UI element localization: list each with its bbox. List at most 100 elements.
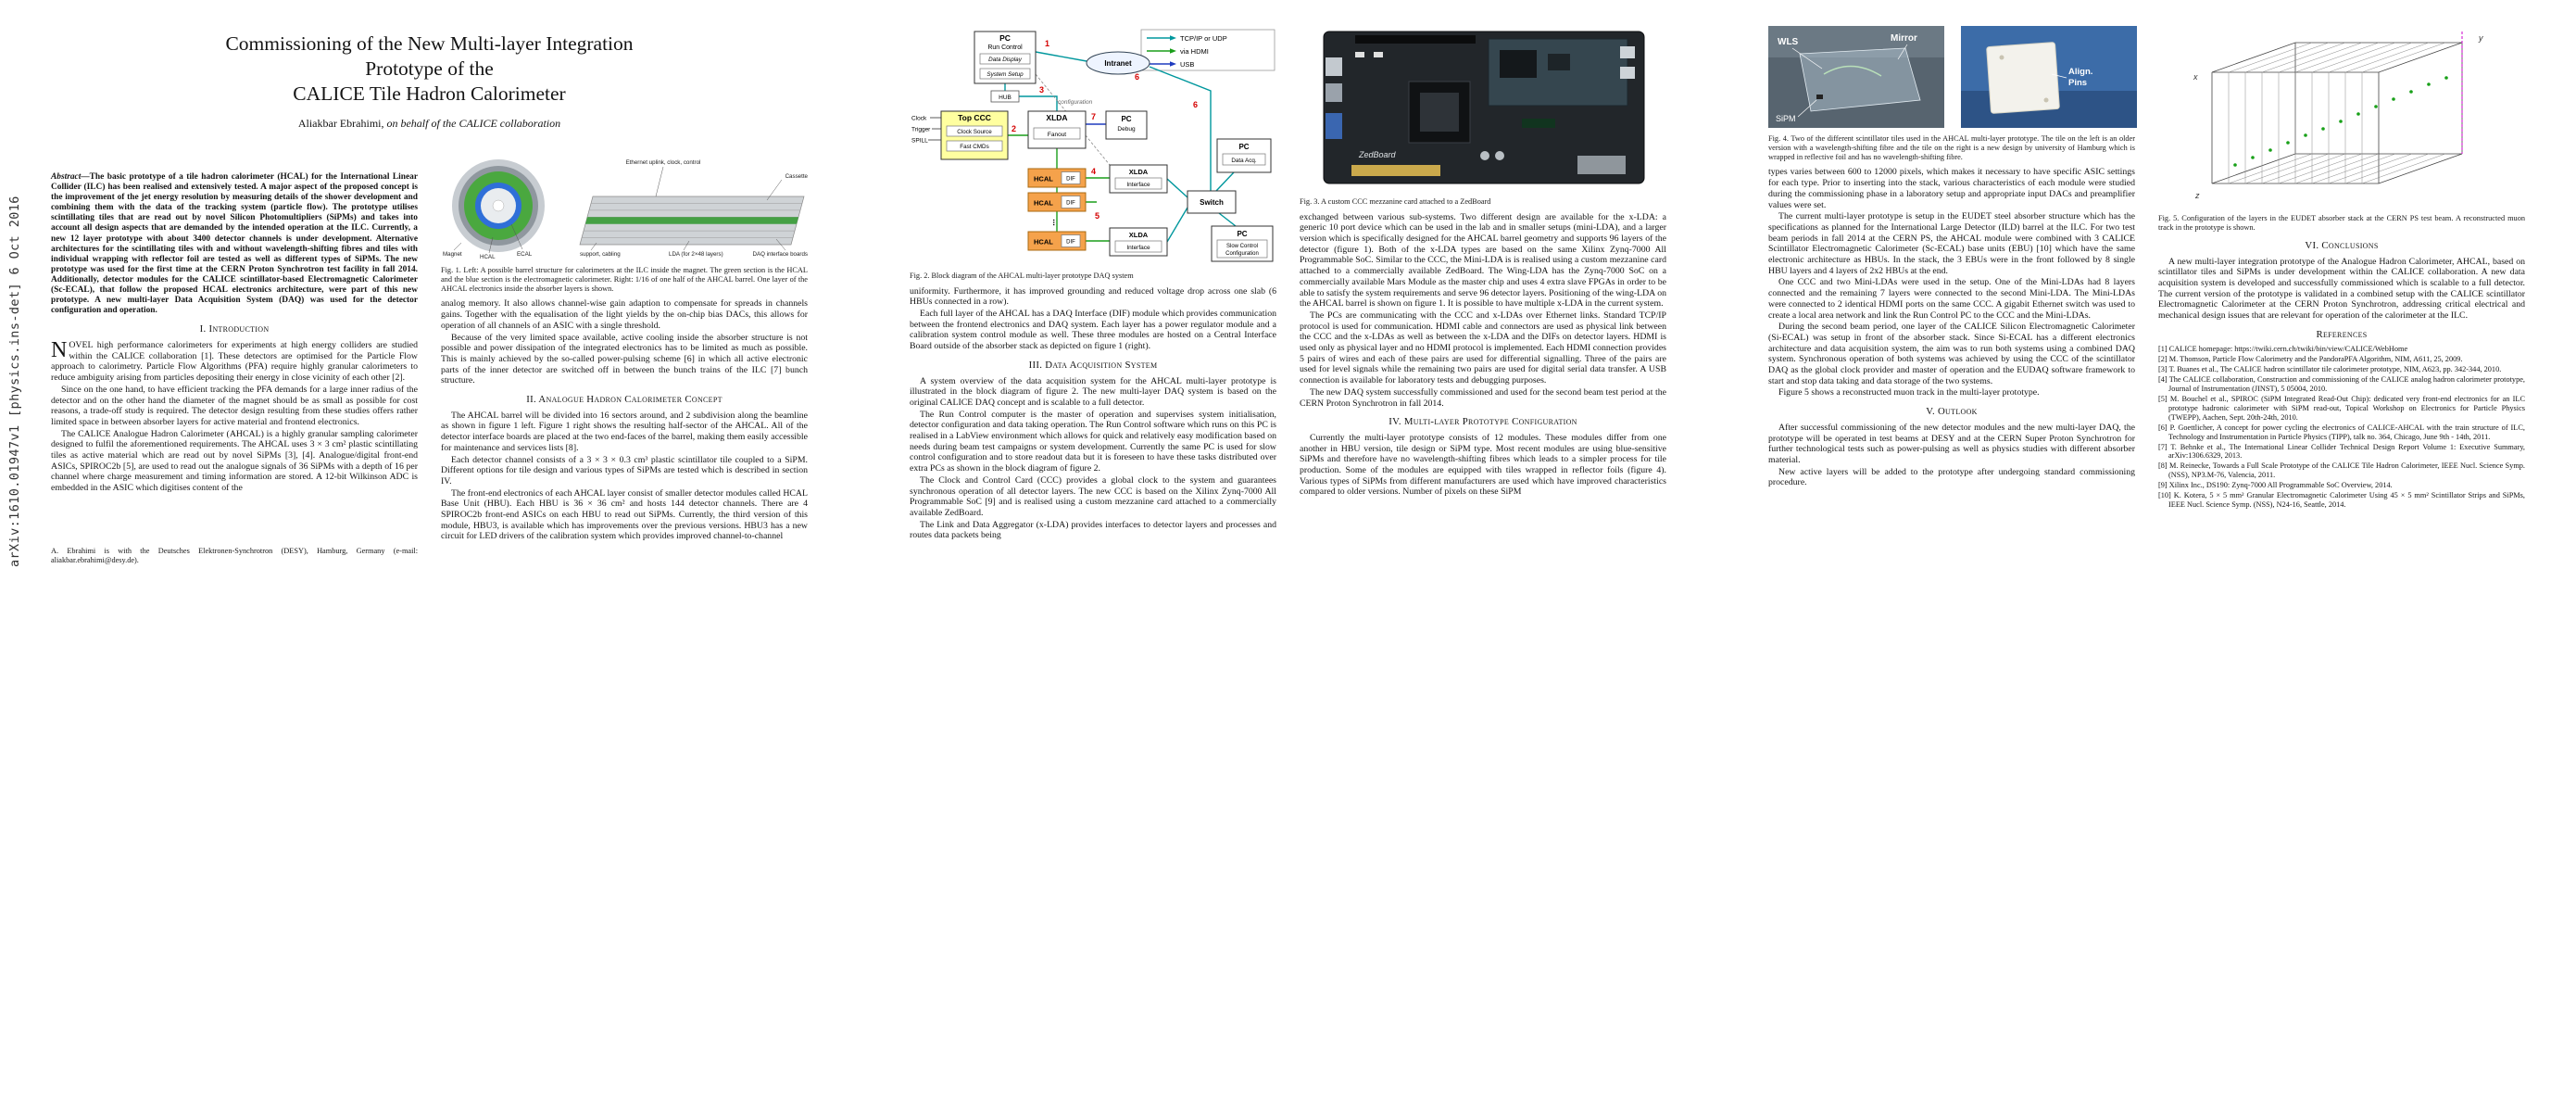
page2-left-column: TCP/IP or UDP via HDMI USB bbox=[910, 26, 1276, 542]
fig4-tile-photo-right: Align. Pins bbox=[1961, 26, 2137, 128]
fig2-node-intranet: Intranet bbox=[1086, 51, 1150, 75]
reference-10: [10] K. Kotera, 5 × 5 mm² Granular Elect… bbox=[2158, 491, 2525, 509]
section-heading-conclusions: VI. Conclusions bbox=[2305, 239, 2379, 251]
figure-3-caption: Fig. 3. A custom CCC mezzanine card atta… bbox=[1300, 196, 1491, 206]
fig2-clock-source: Clock Source bbox=[957, 129, 992, 135]
daq-paragraph-7: The PCs are communicating with the CCC a… bbox=[1300, 310, 1666, 386]
fig2-data-acq-label: Data Acq. bbox=[1231, 158, 1257, 164]
fig5-axis-y: y bbox=[2478, 33, 2483, 43]
figure-3-image: ZedBoard bbox=[1323, 31, 1645, 184]
reference-3: [3] T. Buanes et al., The CALICE hadron … bbox=[2158, 365, 2502, 374]
fig2-dif-3: DIF bbox=[1066, 240, 1075, 246]
fig2-numbers: 1 2 3 4 5 6 6 7 bbox=[1012, 39, 1198, 221]
intro-paragraph-1-text: OVEL high performance calorimeters for e… bbox=[51, 340, 418, 384]
title-block: Commissioning of the New Multi-layer Int… bbox=[51, 32, 808, 131]
fig2-dif-1: DIF bbox=[1066, 177, 1075, 183]
section-heading-introduction: I. Introduction bbox=[199, 323, 270, 335]
reference-2: [2] M. Thomson, Particle Flow Calorimetr… bbox=[2158, 355, 2463, 364]
author-affiliation: on behalf of the CALICE collaboration bbox=[383, 117, 561, 130]
daq-paragraph-8: The new DAQ system successfully commissi… bbox=[1300, 386, 1666, 409]
fig2-node-pc-data-acq: PC Data Acq. bbox=[1216, 138, 1272, 173]
daq-paragraph-5: The Link and Data Aggregator (x-LDA) pro… bbox=[910, 519, 1276, 541]
outlook-paragraph-1: After successful commissioning of the ne… bbox=[1768, 422, 2135, 465]
fig2-number-1: 1 bbox=[1045, 39, 1049, 48]
fig1-label-cassette: Cassette bbox=[785, 173, 809, 180]
fig5-muon-track-hits bbox=[2233, 76, 2448, 167]
fig1-label-support: support, cabling bbox=[580, 251, 621, 258]
reference-1: [1] CALICE homepage: https://twiki.cern.… bbox=[2158, 345, 2408, 354]
fig2-topccc-title: Top CCC bbox=[958, 113, 991, 122]
figure-5-image: y x z bbox=[2193, 32, 2483, 200]
figure-3: ZedBoard Fig. 3. A custom CCC mezzanine … bbox=[1300, 26, 1666, 207]
sec2-paragraph-2: Because of the very limited space availa… bbox=[441, 332, 808, 386]
fig3-zedboard-photo: ZedBoard bbox=[1323, 31, 1645, 184]
fig2-node-hub: HUB bbox=[990, 90, 1020, 103]
proto-paragraph-2: types varies between 600 to 12000 pixels… bbox=[1768, 167, 2135, 210]
fig2-xlda-if1-title: XLDA bbox=[1129, 168, 1149, 176]
figure-4: WLS Mirror SiPM Align. Pins bbox=[1768, 26, 2137, 161]
section-heading-multilayer-config: IV. Multi-layer Prototype Configuration bbox=[1389, 416, 1577, 428]
fig2-xlda-if2-sub: Interface bbox=[1126, 245, 1150, 251]
reference-7: [7] T. Behnke et al., The International … bbox=[2158, 442, 2525, 461]
fig3-board-label: ZedBoard bbox=[1358, 150, 1397, 159]
fig2-fast-cmds: Fast CMDs bbox=[960, 144, 989, 150]
fig1-label-ecal: ECAL bbox=[517, 251, 533, 258]
proto-paragraph-6: Figure 5 shows a reconstructed muon trac… bbox=[1778, 387, 2040, 398]
abstract-label: Abstract bbox=[51, 172, 82, 182]
fig2-legend-usb: USB bbox=[1180, 60, 1194, 69]
page1-left-column: Abstract—The basic prototype of a tile h… bbox=[51, 172, 418, 495]
fig2-intranet-label: Intranet bbox=[1104, 59, 1132, 68]
sec2-paragraph-5: The front-end electronics of each AHCAL … bbox=[441, 487, 808, 542]
fig2-node-hcal-stack: HCAL DIF HCAL DIF ... HCAL DIF bbox=[1027, 168, 1087, 251]
fig5-axis-x: x bbox=[2193, 72, 2198, 82]
fig2-legend: TCP/IP or UDP via HDMI USB bbox=[1140, 29, 1275, 71]
fig2-number-7: 7 bbox=[1091, 112, 1096, 121]
figure-5-caption: Fig. 5. Configuration of the layers in t… bbox=[2158, 214, 2525, 232]
fig2-xlda-if1-sub: Interface bbox=[1126, 182, 1150, 188]
fig4-label-sipm: SiPM bbox=[1776, 114, 1796, 123]
reference-4: [4] The CALICE collaboration, Constructi… bbox=[2158, 375, 2525, 394]
proto-paragraph-4: One CCC and two Mini-LDAs were used in t… bbox=[1768, 277, 2135, 321]
fig1-label-hcal: HCAL bbox=[480, 254, 496, 259]
daq-paragraph-6: exchanged between various sub-systems. T… bbox=[1300, 211, 1666, 310]
fig2-xlda-fanout-title: XLDA bbox=[1046, 113, 1067, 122]
page3-left-column: WLS Mirror SiPM Align. Pins bbox=[1768, 26, 2137, 489]
intro-paragraph-2: Since on the one hand, to have efficient… bbox=[51, 384, 418, 427]
section-heading-outlook: V. Outlook bbox=[1926, 406, 1978, 418]
fig4-label-mirror: Mirror bbox=[1891, 33, 1917, 44]
author-name: Aliakbar Ebrahimi, bbox=[297, 117, 384, 130]
figure-5: y x z Fig. 5. Configuration of the layer… bbox=[2158, 26, 2525, 233]
fig2-node-top-ccc: Top CCC Clock Source Fast CMDs Clock Tri… bbox=[911, 110, 1009, 160]
paper-title-line-2: Prototype of the bbox=[365, 57, 494, 80]
fig2-hcal-2: HCAL bbox=[1034, 199, 1053, 208]
paper-title-line-1: Commissioning of the New Multi-layer Int… bbox=[225, 32, 634, 55]
fig2-legend-tcp: TCP/IP or UDP bbox=[1180, 34, 1227, 43]
fig2-pc-run-title: PC bbox=[999, 33, 1011, 43]
arxiv-stamp: arXiv:1610.01947v1 [physics.ins-det] 6 O… bbox=[7, 196, 22, 567]
fig2-pc-slow-title: PC bbox=[1237, 230, 1247, 238]
fig2-xlda-if2-title: XLDA bbox=[1129, 231, 1149, 239]
fig2-configuration-dashed-label: configuration bbox=[1058, 99, 1093, 106]
page2-right-column: ZedBoard Fig. 3. A custom CCC mezzanine … bbox=[1300, 26, 1666, 499]
fig2-number-3: 3 bbox=[1039, 85, 1044, 95]
intro-paragraph-3: The CALICE Analogue Hadron Calorimeter (… bbox=[51, 428, 418, 494]
figure-2-caption: Fig. 2. Block diagram of the AHCAL multi… bbox=[910, 271, 1134, 280]
fig2-system-setup: System Setup bbox=[986, 71, 1024, 78]
author-line: Aliakbar Ebrahimi, on behalf of the CALI… bbox=[51, 117, 808, 131]
fig2-dif-2: DIF bbox=[1066, 201, 1075, 207]
fig1-annotations: Ethernet uplink, clock, control Cassette… bbox=[443, 159, 809, 260]
fig2-pc-daq-title: PC bbox=[1238, 143, 1249, 151]
abstract: Abstract—The basic prototype of a tile h… bbox=[51, 172, 418, 316]
daq-paragraph-2: A system overview of the data acquisitio… bbox=[910, 375, 1276, 408]
figure-4-image: WLS Mirror SiPM Align. Pins bbox=[1768, 26, 2137, 128]
sec2-paragraph-4: Each detector channel consists of a 3 × … bbox=[441, 454, 808, 486]
section-heading-ahcal-concept: II. Analogue Hadron Calorimeter Concept bbox=[526, 394, 723, 406]
fig2-pc-run-sub: Run Control bbox=[987, 44, 1023, 51]
fig1-label-lda: LDA (for 2×48 layers) bbox=[669, 251, 723, 258]
reference-5: [5] M. Bouchel et al., SPIROC (SiPM Inte… bbox=[2158, 394, 2525, 422]
section-heading-daq: III. Data Acquisition System bbox=[1028, 359, 1158, 371]
fig4-label-align-2: Pins bbox=[2068, 78, 2087, 88]
sec2-paragraph-3: The AHCAL barrel will be divided into 16… bbox=[441, 410, 808, 453]
fig2-node-xlda-interface-2: XLDA Interface bbox=[1109, 227, 1168, 257]
daq-paragraph-3: The Run Control computer is the master o… bbox=[910, 409, 1276, 474]
